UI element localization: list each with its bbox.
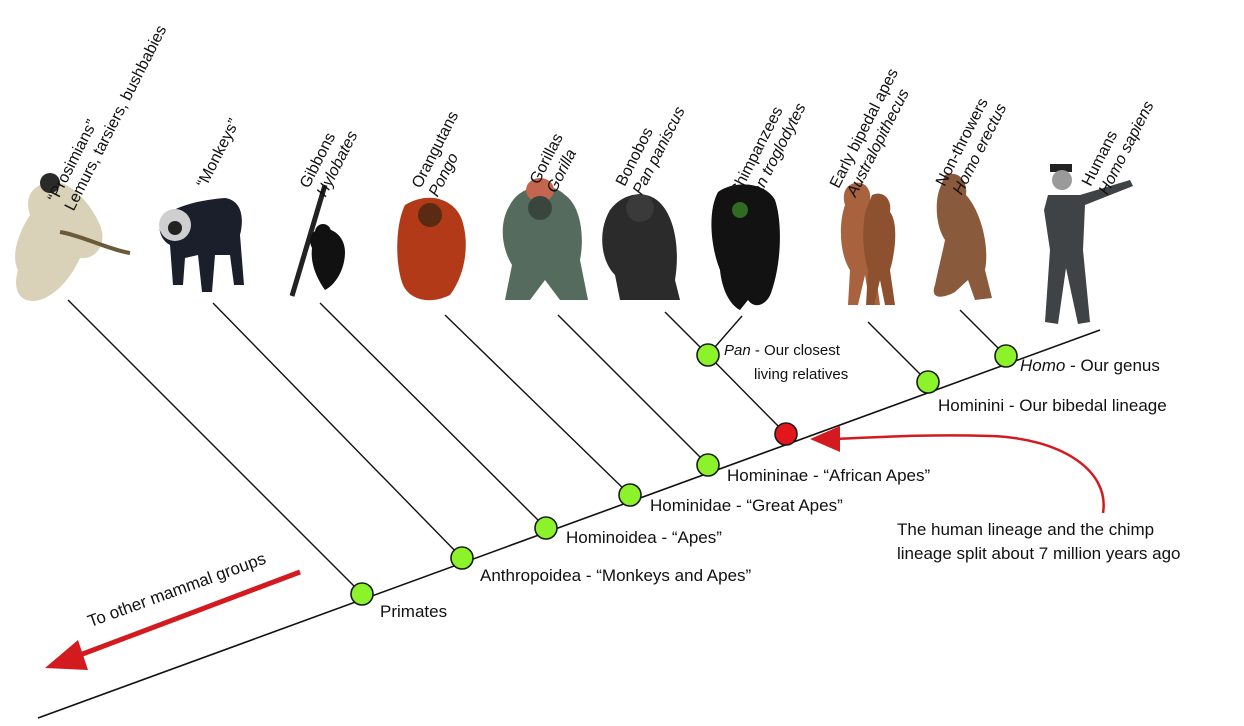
pan-genus: Pan xyxy=(724,342,751,359)
branch-australopithecus xyxy=(868,322,928,382)
chimpanzee-icon xyxy=(711,184,779,310)
node-label-pan-line2: living relatives xyxy=(754,366,848,384)
node-label-homininae: Homininae - “African Apes” xyxy=(727,466,930,486)
branch-monkeys xyxy=(213,303,462,558)
split-annotation-line1: The human lineage and the chimp xyxy=(897,520,1154,540)
node-pan[interactable] xyxy=(697,344,719,366)
node-label-anthropoidea: Anthropoidea - “Monkeys and Apes” xyxy=(480,566,751,586)
branch-lines xyxy=(68,300,1006,594)
homo-desc: - Our genus xyxy=(1065,356,1160,375)
gorilla-icon xyxy=(503,178,588,300)
branch-gibbons xyxy=(320,303,546,528)
node-hominini[interactable] xyxy=(917,371,939,393)
node-human-chimp-split[interactable] xyxy=(775,423,797,445)
node-label-homo: Homo - Our genus xyxy=(1020,356,1160,376)
split-annotation-line2: lineage split about 7 million years ago xyxy=(897,544,1181,564)
node-label-pan: Pan - Our closest xyxy=(724,342,840,360)
homo-genus: Homo xyxy=(1020,356,1065,375)
australopithecus-icon xyxy=(841,183,895,305)
node-hominidae[interactable] xyxy=(619,484,641,506)
pan-desc: - Our closest xyxy=(751,342,840,359)
node-label-hominidae: Hominidae - “Great Apes” xyxy=(650,496,843,516)
branch-gorillas xyxy=(558,315,708,465)
node-label-hominoidea: Hominoidea - “Apes” xyxy=(566,528,722,548)
branch-orangutans xyxy=(445,315,630,495)
monkey-icon xyxy=(159,198,244,292)
orangutan-icon xyxy=(397,198,466,300)
node-label-hominini: Hominini - Our bibedal lineage xyxy=(938,396,1167,416)
gibbon-icon xyxy=(292,185,345,296)
bonobo-icon xyxy=(602,194,680,300)
node-label-primates: Primates xyxy=(380,602,447,622)
node-homininae[interactable] xyxy=(697,454,719,476)
node-anthropoidea[interactable] xyxy=(451,547,473,569)
node-primates[interactable] xyxy=(351,583,373,605)
branch-prosimians xyxy=(68,300,362,594)
human-icon xyxy=(1044,164,1133,324)
node-hominoidea[interactable] xyxy=(535,517,557,539)
node-homo[interactable] xyxy=(995,345,1017,367)
